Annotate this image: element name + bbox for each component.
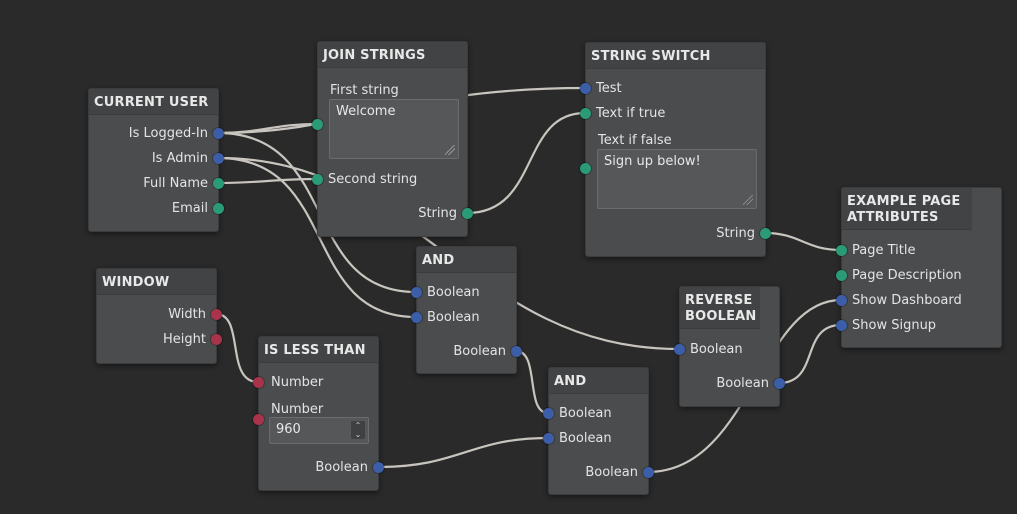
text-if-false-label: Text if false [598, 133, 672, 148]
port-email-dot[interactable] [212, 202, 224, 214]
input-boolean-b: Boolean [427, 310, 480, 325]
port-second-string-dot[interactable] [311, 173, 323, 185]
wire-reverse-to-show-signup[interactable] [777, 323, 843, 385]
port-lessthan-output-dot[interactable] [372, 461, 384, 473]
node-title: IS LESS THAN [259, 337, 378, 363]
port-reverse-input-dot[interactable] [673, 343, 685, 355]
node-is-less-than[interactable]: IS LESS THAN Number Number 960 ⌃ ⌄ Boole… [258, 336, 379, 491]
number-label: Number [271, 402, 324, 417]
number-spinner[interactable]: ⌃ ⌄ [351, 421, 365, 439]
wire-islessthan-to-and2-b[interactable] [376, 436, 550, 469]
output-full-name: Full Name [143, 176, 208, 191]
output-string: String [418, 206, 457, 221]
input-boolean-a: Boolean [559, 406, 612, 421]
port-and1-output-dot[interactable] [510, 345, 522, 357]
node-and-1[interactable]: AND Boolean Boolean Boolean [416, 246, 517, 374]
wire-fullname-to-second-string[interactable] [216, 177, 319, 185]
input-page-description: Page Description [852, 268, 962, 283]
input-boolean-b: Boolean [559, 431, 612, 446]
output-is-logged-in: Is Logged-In [128, 126, 208, 141]
port-is-admin-dot[interactable] [212, 152, 224, 164]
port-page-title-dot[interactable] [835, 244, 847, 256]
wire-isadmin-to-and1-b[interactable] [216, 156, 418, 319]
input-show-signup: Show Signup [852, 318, 937, 333]
port-show-signup-dot[interactable] [835, 319, 847, 331]
resize-grip-icon[interactable] [445, 145, 455, 155]
port-and1-a-dot[interactable] [410, 286, 422, 298]
first-string-value: Welcome [336, 104, 396, 119]
port-page-description-dot[interactable] [835, 269, 847, 281]
port-show-dashboard-dot[interactable] [835, 294, 847, 306]
port-first-string-dot[interactable] [311, 118, 323, 130]
port-and2-a-dot[interactable] [542, 407, 554, 419]
port-and2-b-dot[interactable] [542, 432, 554, 444]
input-test: Test [596, 81, 622, 96]
port-text-if-true-dot[interactable] [579, 107, 591, 119]
port-and2-output-dot[interactable] [642, 466, 654, 478]
output-email: Email [171, 201, 208, 216]
wire-switch-string-to-page-title[interactable] [763, 231, 843, 252]
port-height-dot[interactable] [210, 333, 222, 345]
spinner-up-icon[interactable]: ⌃ [354, 421, 362, 430]
input-boolean-a: Boolean [427, 285, 480, 300]
port-and1-b-dot[interactable] [410, 311, 422, 323]
first-string-input[interactable]: Welcome [329, 99, 459, 159]
output-boolean: Boolean [453, 344, 506, 359]
output-is-admin: Is Admin [151, 151, 208, 166]
node-title: WINDOW [97, 269, 216, 295]
port-full-name-dot[interactable] [212, 177, 224, 189]
node-current-user[interactable]: CURRENT USER Is Logged-In Is Admin Full … [88, 88, 219, 232]
wire-width-to-number[interactable] [214, 312, 260, 384]
output-string: String [716, 226, 755, 241]
output-boolean: Boolean [585, 465, 638, 480]
node-title: EXAMPLE PAGE ATTRIBUTES [842, 188, 972, 230]
input-boolean: Boolean [690, 342, 743, 357]
node-title: STRING SWITCH [586, 43, 765, 69]
input-page-title: Page Title [852, 243, 916, 258]
output-height: Height [163, 332, 206, 347]
port-join-output-dot[interactable] [461, 207, 473, 219]
output-boolean: Boolean [716, 376, 769, 391]
number-value: 960 [276, 422, 301, 437]
node-title: AND [549, 368, 648, 394]
input-show-dashboard: Show Dashboard [852, 293, 962, 308]
first-string-label: First string [330, 83, 399, 98]
resize-grip-icon[interactable] [743, 195, 753, 205]
node-string-switch[interactable]: STRING SWITCH Test Text if true Text if … [585, 42, 766, 257]
node-and-2[interactable]: AND Boolean Boolean Boolean [548, 367, 649, 495]
node-window[interactable]: WINDOW Width Height [96, 268, 217, 364]
number-input[interactable]: 960 ⌃ ⌄ [269, 417, 369, 444]
spinner-down-icon[interactable]: ⌄ [354, 430, 362, 439]
node-reverse-boolean[interactable]: REVERSE BOOLEAN Boolean Boolean [679, 286, 780, 407]
port-lessthan-number-dot[interactable] [252, 376, 264, 388]
node-title: REVERSE BOOLEAN [680, 287, 760, 329]
text-if-false-input[interactable]: Sign up below! [597, 149, 757, 209]
port-text-if-false-dot[interactable] [579, 162, 591, 174]
output-width: Width [168, 307, 206, 322]
input-second-string: Second string [328, 172, 418, 187]
wire-join-string-to-text-if-true[interactable] [465, 111, 587, 215]
node-title: AND [417, 247, 516, 273]
port-reverse-output-dot[interactable] [773, 377, 785, 389]
node-example-page-attributes[interactable]: EXAMPLE PAGE ATTRIBUTES Page Title Page … [841, 187, 1002, 348]
port-test-dot[interactable] [579, 82, 591, 94]
input-text-if-true: Text if true [596, 106, 666, 121]
node-join-strings[interactable]: JOIN STRINGS First string Welcome Second… [317, 41, 468, 237]
node-title: CURRENT USER [89, 89, 218, 115]
input-number: Number [271, 375, 324, 390]
port-width-dot[interactable] [210, 308, 222, 320]
text-if-false-value: Sign up below! [604, 154, 701, 169]
port-is-logged-in-dot[interactable] [212, 127, 224, 139]
node-title: JOIN STRINGS [318, 42, 467, 68]
output-boolean: Boolean [315, 460, 368, 475]
wire-and1-to-and2-a[interactable] [514, 349, 550, 415]
port-lessthan-number2-dot[interactable] [252, 413, 264, 425]
port-switch-output-dot[interactable] [759, 227, 771, 239]
